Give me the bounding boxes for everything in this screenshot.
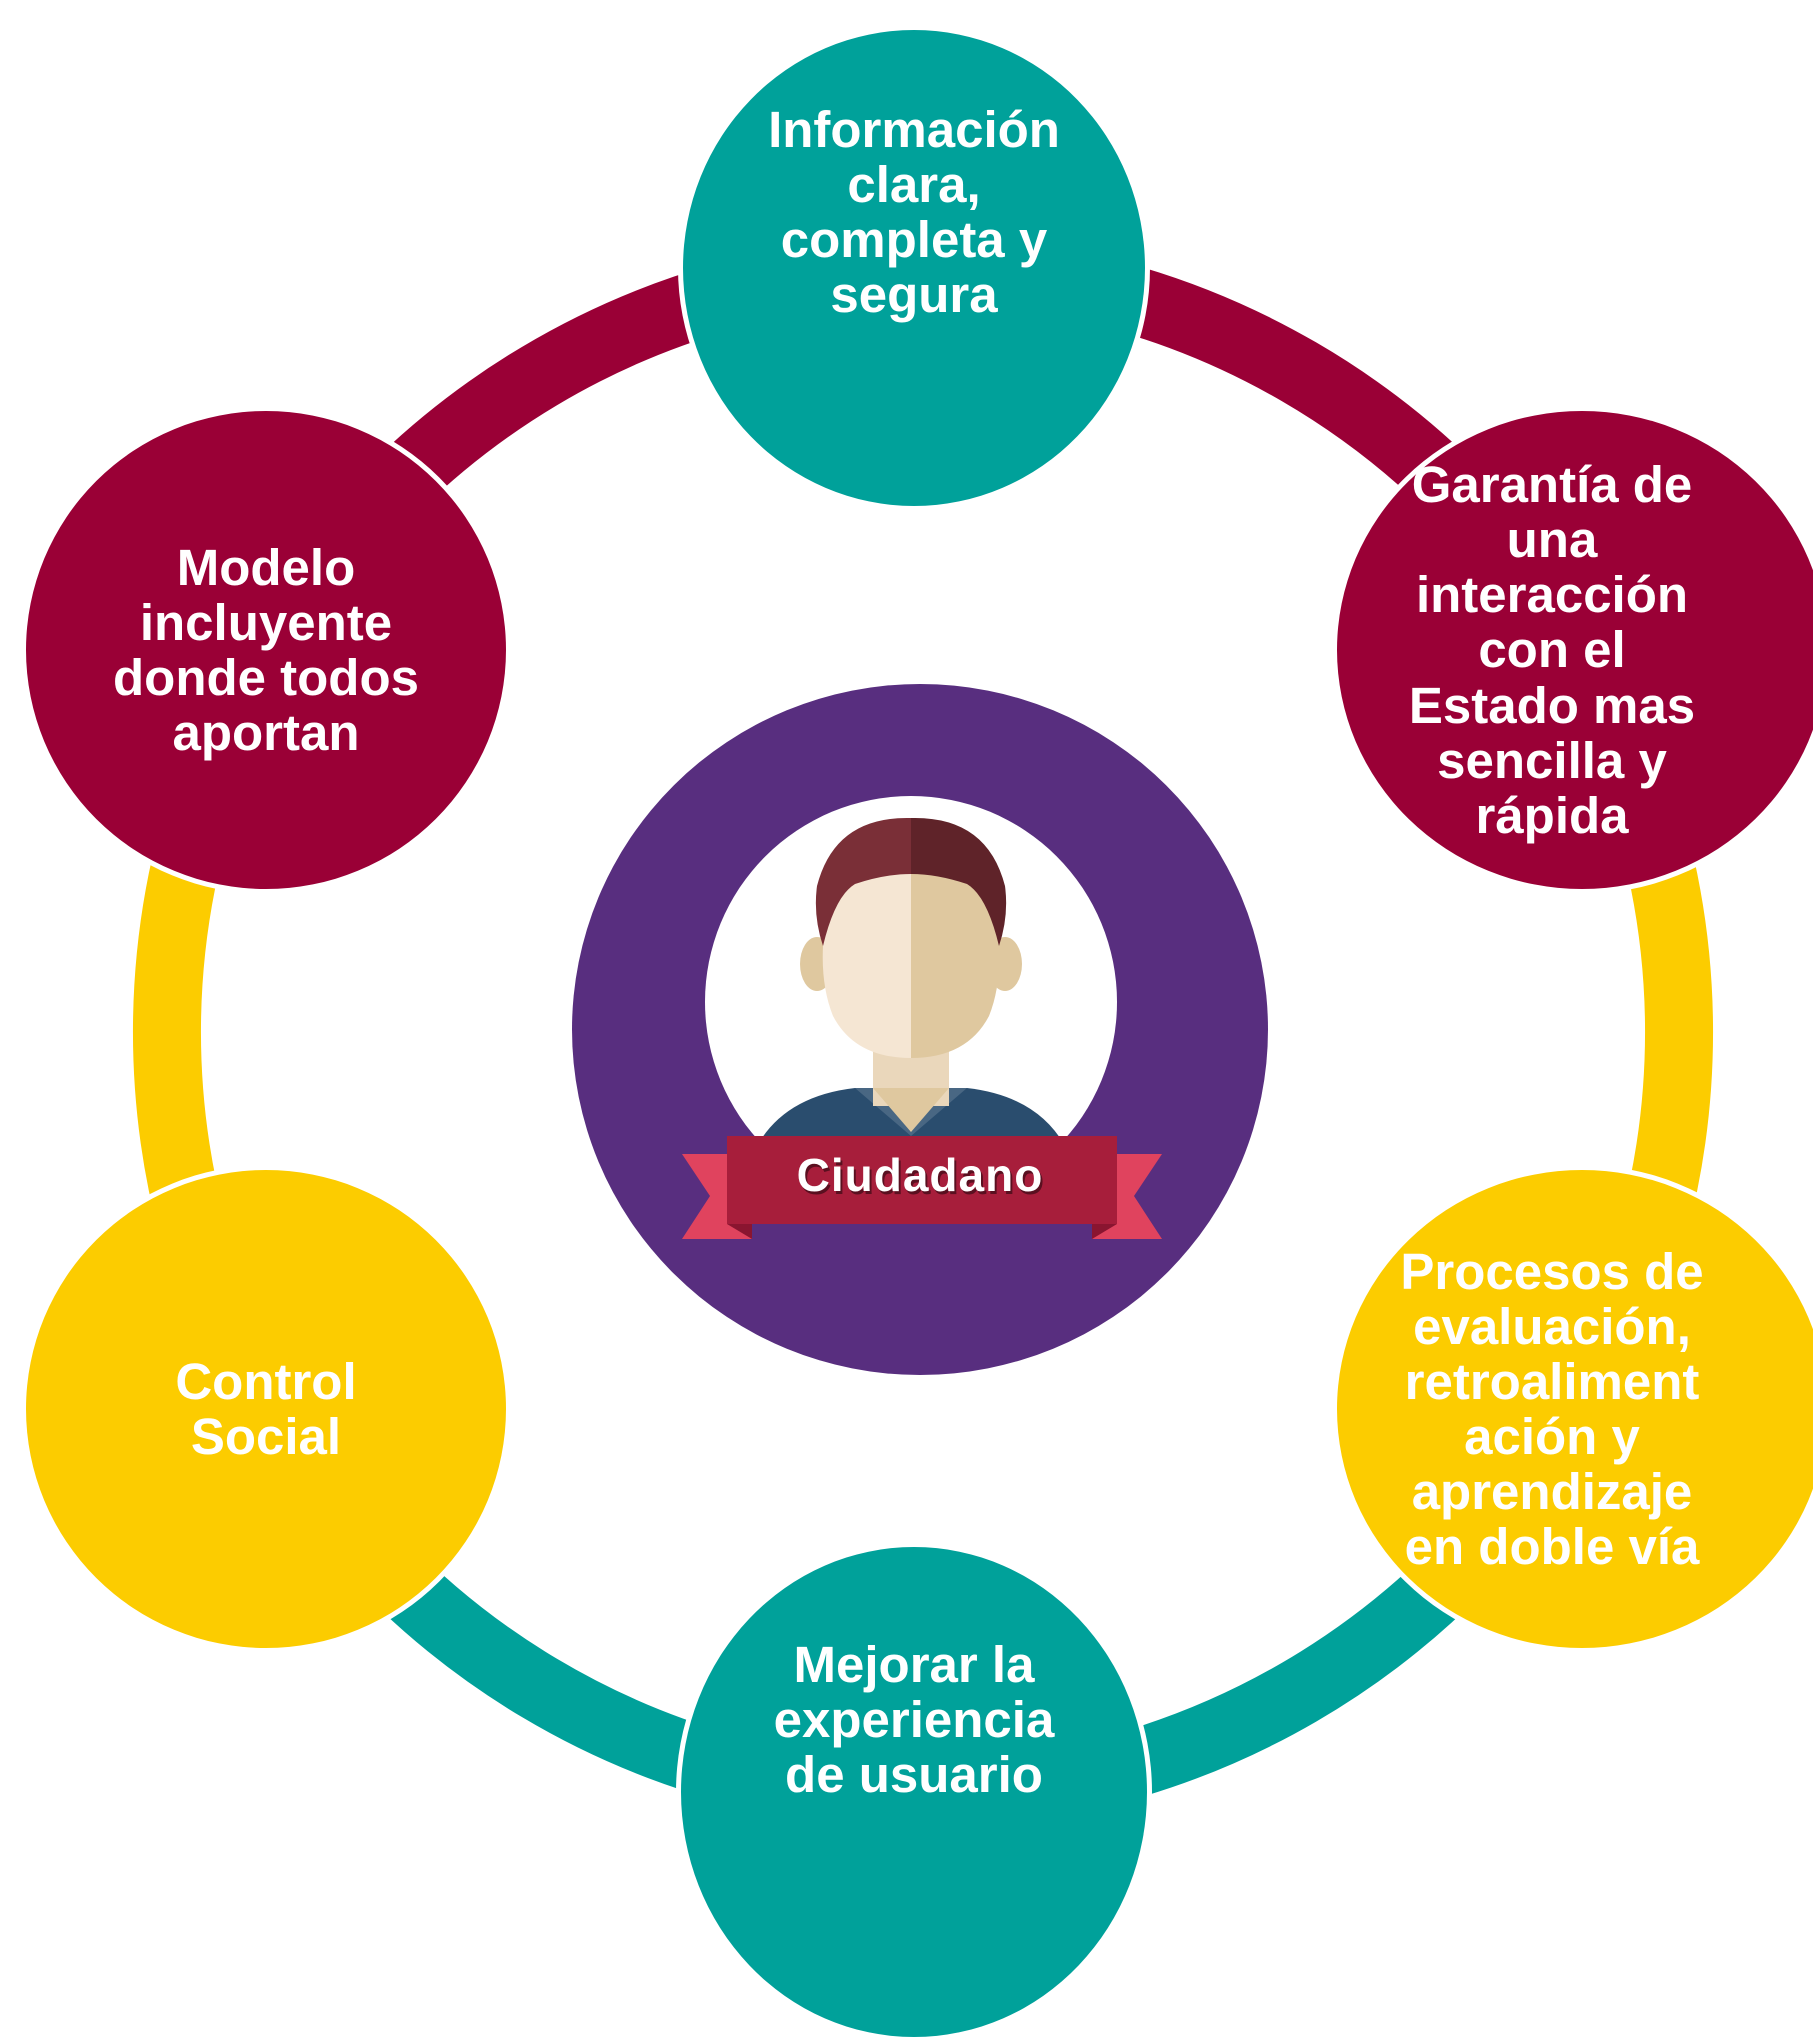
node-control-social-label: Control Social xyxy=(175,1352,357,1465)
node-procesos: Procesos de evaluación, retroaliment aci… xyxy=(1332,1165,1813,1653)
hair-left xyxy=(815,817,911,946)
center-hub: Ciudadano xyxy=(572,684,1268,1375)
ribbon-banner xyxy=(682,1136,1162,1239)
node-informacion-label: Información clara, completa y segura xyxy=(768,100,1060,324)
node-garantia-label: Garantía de una interacción con el Estad… xyxy=(1408,456,1696,844)
node-experiencia: Mejorar la experiencia de usuario xyxy=(676,1542,1152,2042)
node-garantia: Garantía de una interacción con el Estad… xyxy=(1332,406,1813,894)
node-modelo: Modelo incluyente donde todos aportan xyxy=(21,406,511,894)
neck-v xyxy=(873,1088,949,1132)
face-left xyxy=(822,856,911,1058)
ribbon-fold-right xyxy=(1092,1224,1117,1239)
face-right xyxy=(911,856,1000,1058)
node-control-social: Control Social xyxy=(21,1165,511,1653)
ribbon-band xyxy=(727,1136,1117,1224)
hair-right xyxy=(911,817,1007,946)
node-experiencia-label: Mejorar la experiencia de usuario xyxy=(773,1635,1055,1804)
node-modelo-label: Modelo incluyente donde todos aportan xyxy=(113,538,419,762)
node-procesos-label: Procesos de evaluación, retroaliment aci… xyxy=(1400,1242,1704,1576)
node-informacion: Información clara, completa y segura xyxy=(678,25,1150,511)
ribbon-label: Ciudadano xyxy=(796,1149,1044,1201)
ribbon-fold-left xyxy=(727,1224,752,1239)
